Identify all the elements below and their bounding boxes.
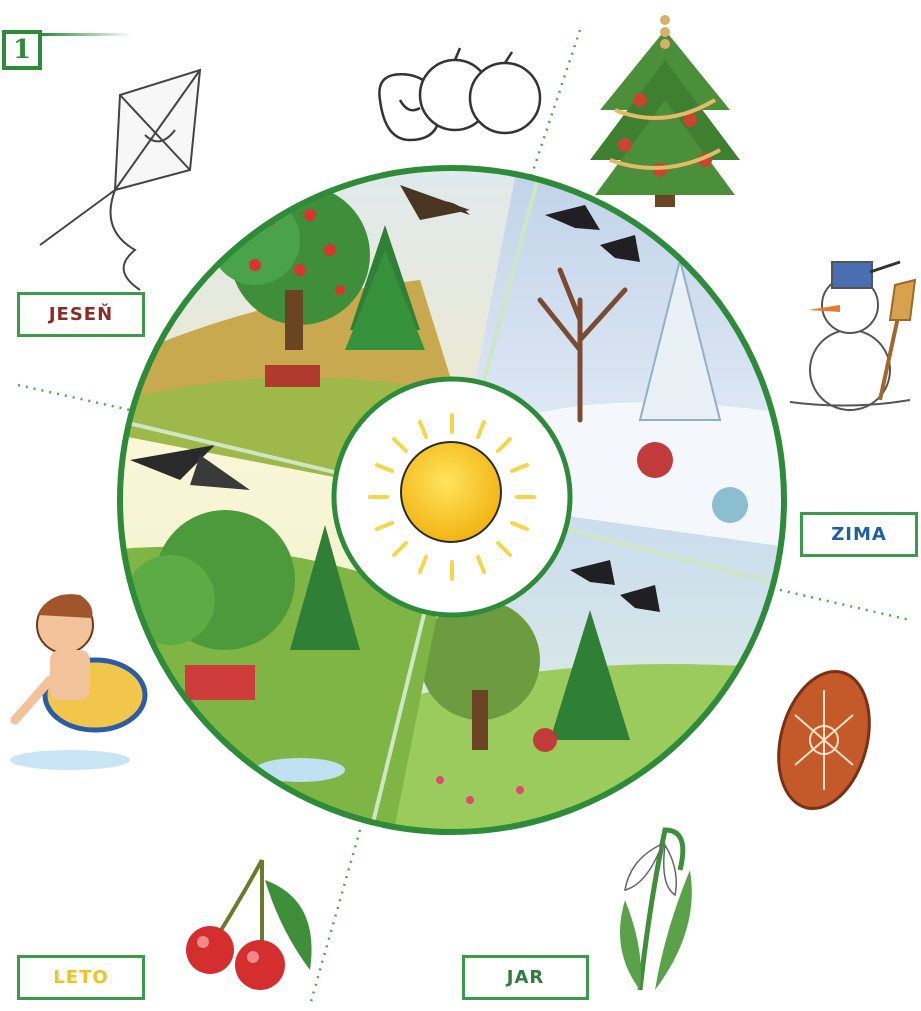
label-jar: JAR: [462, 955, 589, 1000]
snowman-icon: [790, 262, 915, 410]
label-zima: ZIMA: [800, 512, 918, 557]
label-leto: LETO: [17, 955, 145, 1000]
cherries-icon: [186, 860, 312, 990]
child-swimming-icon: [10, 594, 145, 770]
kite-icon: [40, 70, 200, 290]
label-jar-text: JAR: [507, 967, 545, 988]
sun-center: [334, 379, 570, 615]
christmas-tree-icon: [590, 15, 740, 207]
label-leto-text: LETO: [53, 967, 108, 988]
label-jesen-text: JESEŇ: [49, 304, 113, 325]
label-jesen: JESEŇ: [17, 292, 145, 337]
label-zima-text: ZIMA: [831, 524, 887, 545]
apples-icon: [379, 48, 540, 140]
snowdrop-icon: [620, 830, 692, 990]
gingerbread-icon: [764, 661, 883, 818]
